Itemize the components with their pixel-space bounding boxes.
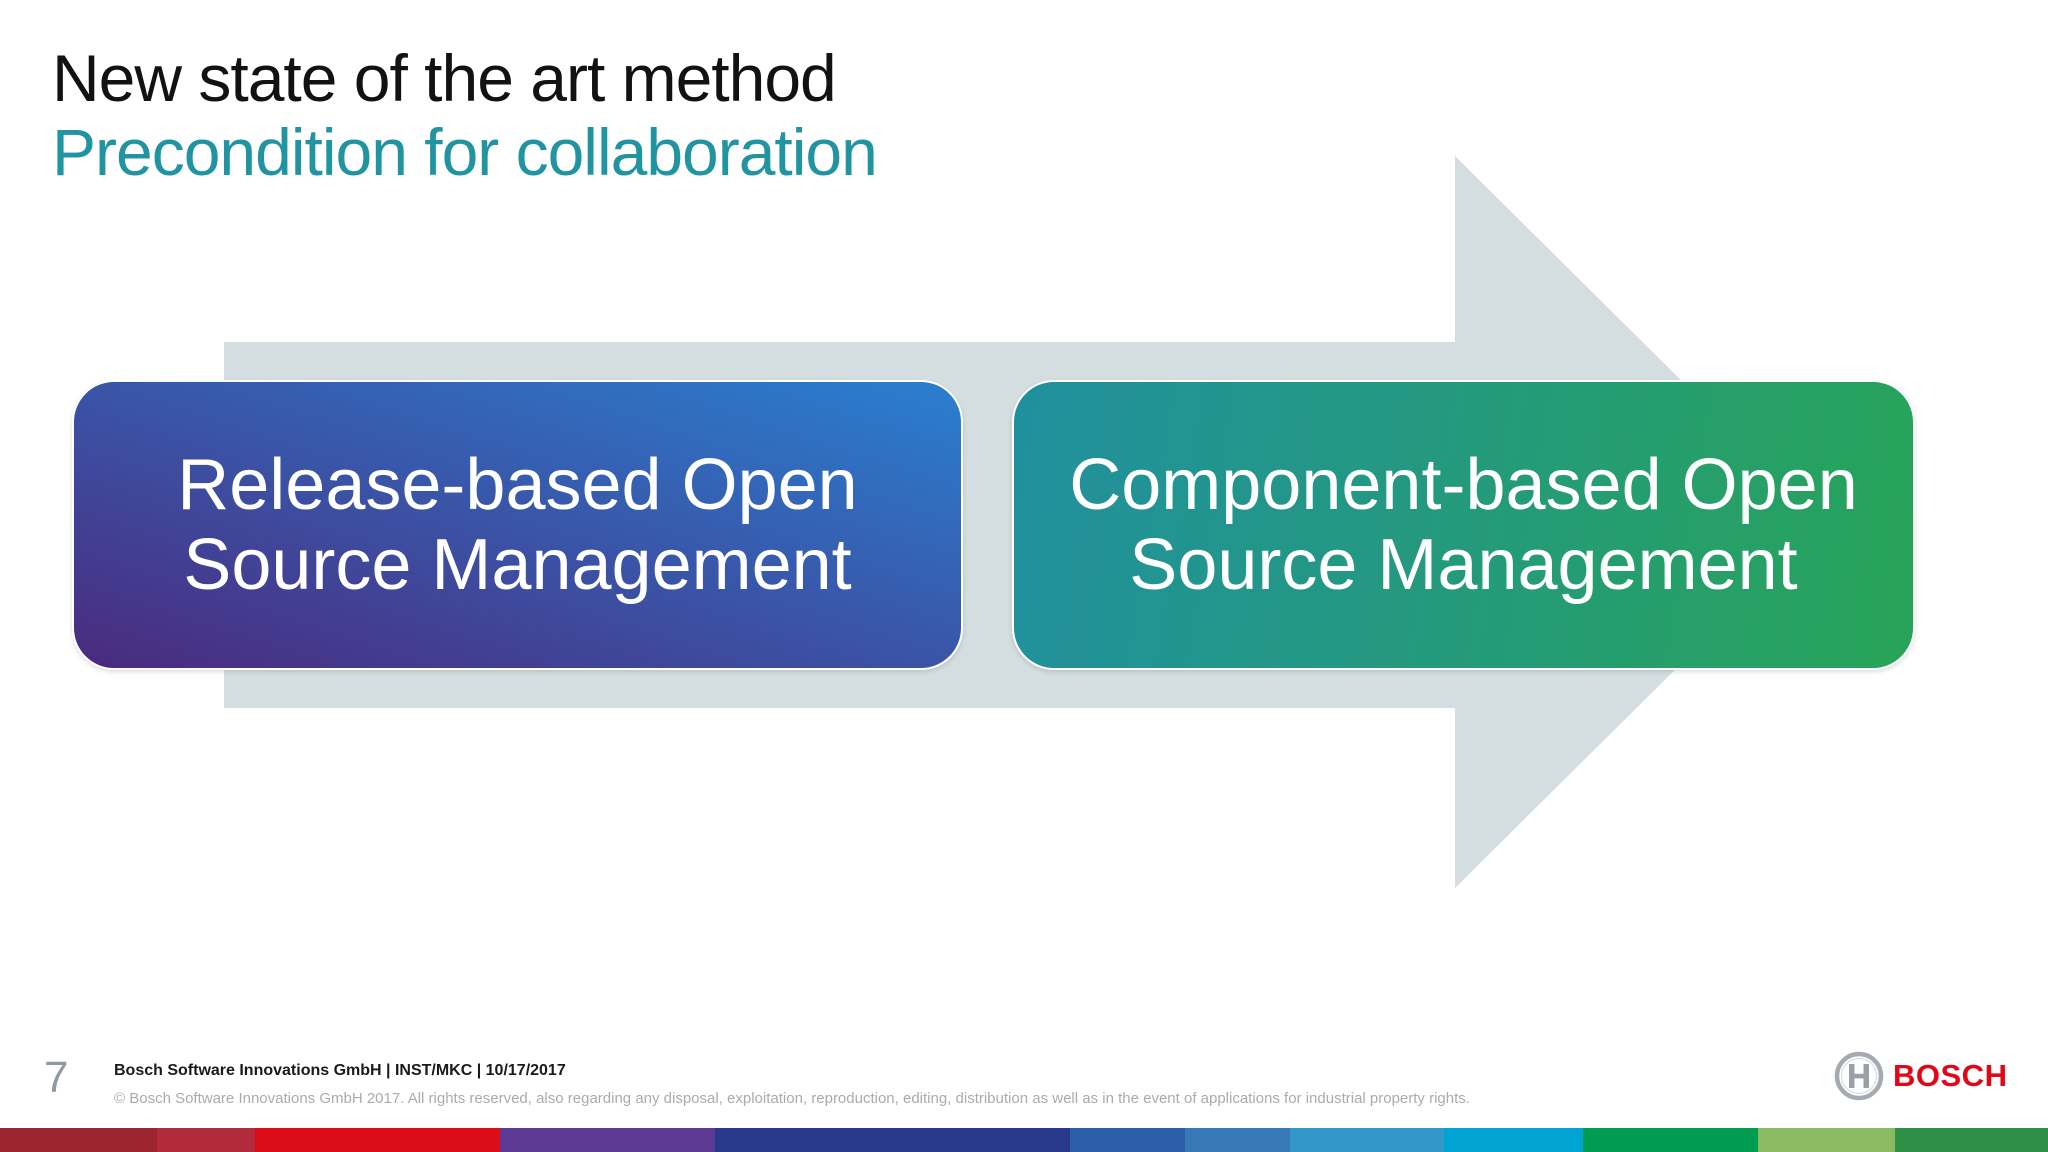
stripe-segment: [1443, 1128, 1584, 1152]
stripe-segment: [1289, 1128, 1444, 1152]
component-based-osm-label: Component-based Open Source Management: [1069, 445, 1858, 605]
header: New state of the art method Precondition…: [52, 41, 878, 189]
stripe-segment: [1583, 1128, 1758, 1152]
stripe-segment: [0, 1128, 158, 1152]
page-title: New state of the art method: [52, 41, 837, 115]
page-subtitle: Precondition for collaboration: [52, 115, 878, 189]
stripe-segment: [1184, 1128, 1290, 1152]
release-based-osm-box: Release-based Open Source Management: [72, 380, 963, 670]
stripe-segment: [157, 1128, 255, 1152]
stripe-segment: [254, 1128, 500, 1152]
bosch-wordmark: BOSCH: [1893, 1058, 2008, 1093]
stripe-segment: [1757, 1128, 1895, 1152]
stripe-segment: [499, 1128, 715, 1152]
bosch-logo: BOSCH: [1833, 1050, 2007, 1102]
component-based-osm-box: Component-based Open Source Management: [1012, 380, 1915, 670]
footer-copyright: © Bosch Software Innovations GmbH 2017. …: [114, 1090, 1470, 1107]
slide-page-number: 7: [44, 1053, 69, 1102]
stripe-segment: [1894, 1128, 2048, 1152]
stripe-segment: [714, 1128, 1070, 1152]
bosch-armature-icon: [1834, 1051, 1884, 1101]
footer-info-line: Bosch Software Innovations GmbH | INST/M…: [114, 1062, 566, 1079]
stripe-segment: [1069, 1128, 1185, 1152]
release-based-osm-label: Release-based Open Source Management: [177, 445, 858, 605]
brand-color-stripe: [0, 1128, 2048, 1152]
